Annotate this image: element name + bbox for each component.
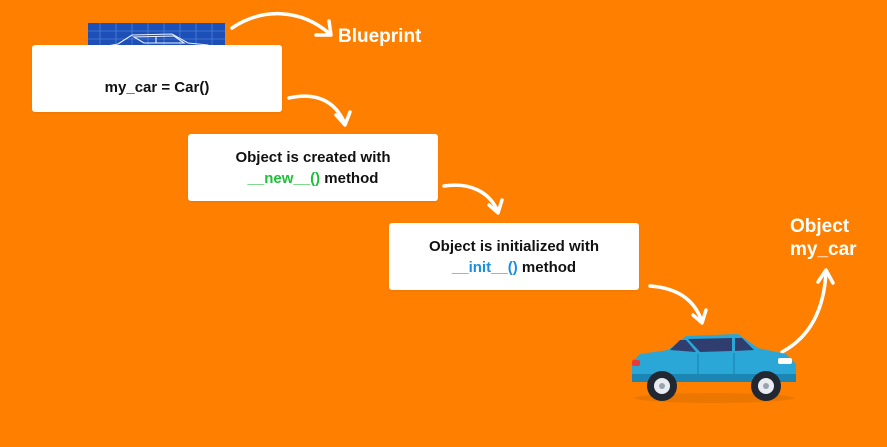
car-wheel-icon — [751, 371, 781, 401]
step-init-text: Object is initialized with — [428, 237, 600, 255]
object-label-line1: Object — [790, 216, 850, 237]
curved-arrow-icon — [442, 183, 504, 215]
instantiation-code: my_car = Car() — [104, 79, 210, 96]
step-new-suffix: method — [320, 169, 379, 187]
curved-arrow-icon — [648, 284, 708, 325]
new-method-name: __new__() — [247, 169, 321, 187]
blueprint-label: Blueprint — [338, 26, 422, 47]
object-label: Object my_car — [790, 215, 857, 261]
init-method-name: __init__() — [451, 258, 518, 276]
object-label-line2: my_car — [790, 239, 857, 260]
curved-arrow-icon — [230, 11, 333, 37]
step-init-suffix: method — [517, 258, 577, 276]
curved-arrow-icon — [287, 94, 352, 127]
curved-arrow-icon — [780, 268, 835, 354]
step-new-method-box: Object is created with __new__() method — [188, 134, 438, 201]
car-icon — [632, 334, 796, 403]
step-init-method-box: Object is initialized with __init__() me… — [389, 223, 639, 290]
car-wheel-icon — [647, 371, 677, 401]
step-create-instance-box: my_car = Car() — [32, 45, 282, 112]
step-new-text: Object is created with — [235, 148, 391, 166]
